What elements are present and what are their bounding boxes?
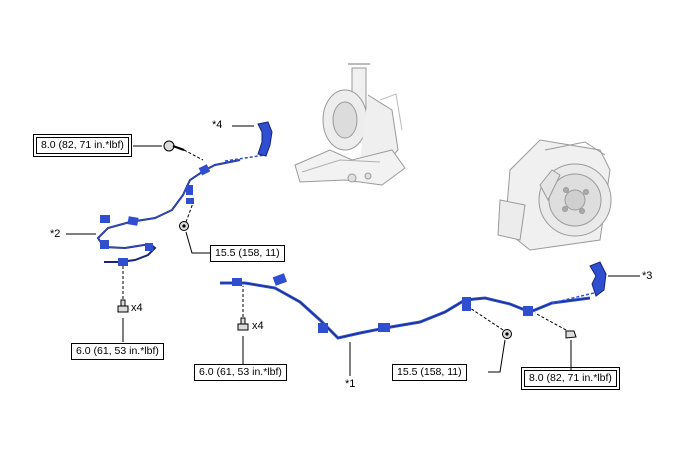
front-nut	[179, 202, 194, 231]
front-sensor-harness	[96, 121, 273, 266]
front-suspension-illustration	[294, 63, 406, 186]
rear-brake-illustration	[497, 139, 612, 251]
torque-rear-clamp-bolts: 6.0 (61, 53 in.*lbf)	[194, 364, 287, 381]
leader-lines	[66, 125, 640, 376]
rear-bracket-bolt	[534, 312, 577, 339]
torque-front-nut: 15.5 (158, 11)	[210, 245, 285, 262]
rear-clamp-quantity: x4	[252, 320, 264, 332]
rear-nut	[469, 307, 512, 339]
callout-part-2: *2	[50, 228, 61, 240]
torque-rear-nut: 15.5 (158, 11)	[392, 364, 467, 381]
front-bracket-bolt	[163, 140, 204, 161]
callout-part-4: *4	[212, 119, 223, 131]
front-clamp-quantity: x4	[131, 302, 143, 314]
torque-front-clamp-bolts: 6.0 (61, 53 in.*lbf)	[71, 343, 164, 360]
rear-sensor-harness	[220, 261, 607, 340]
torque-rear-bracket-bolt: 8.0 (82, 71 in.*lbf)	[521, 367, 620, 390]
torque-front-bracket-bolt: 8.0 (82, 71 in.*lbf)	[33, 134, 132, 157]
callout-part-1: *1	[345, 378, 356, 390]
callout-part-3: *3	[642, 270, 653, 282]
rear-clamp-bolt	[237, 286, 249, 331]
front-clamp-bolt	[117, 264, 129, 313]
